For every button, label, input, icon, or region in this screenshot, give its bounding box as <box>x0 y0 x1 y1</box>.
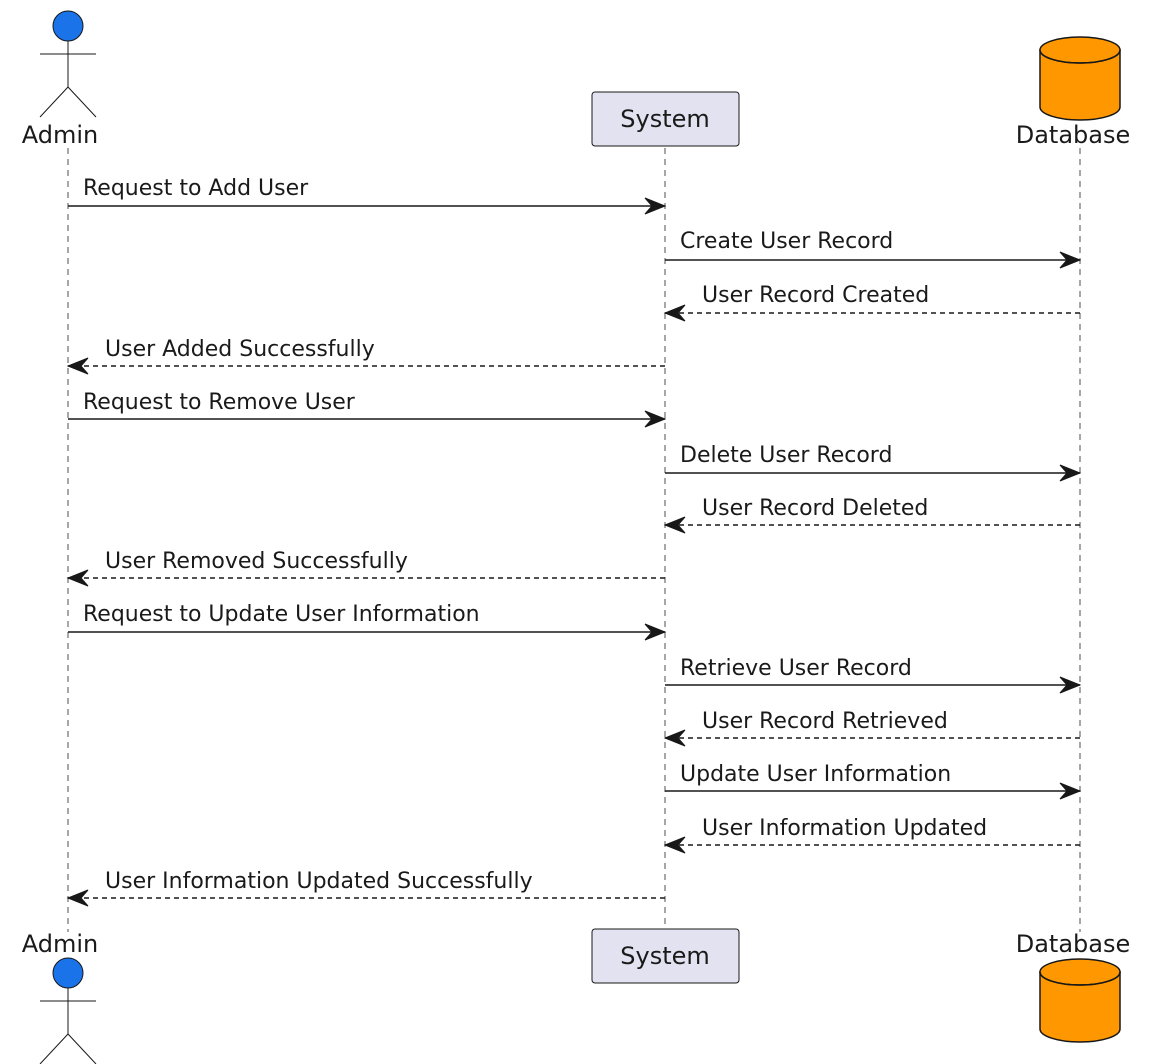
message-6: Delete User Record <box>665 443 1082 482</box>
message-3: User Record Created <box>663 283 1080 322</box>
system-participant-bottom: System <box>591 928 740 984</box>
actor-icon <box>39 10 97 118</box>
actor-head <box>52 10 84 42</box>
database-participant-top: Database <box>1016 36 1131 149</box>
participant-box <box>591 928 740 984</box>
message-9: Request to Update User Information <box>68 602 667 641</box>
message-13: User Information Updated <box>663 816 1080 854</box>
message-label: Retrieve User Record <box>680 656 912 681</box>
admin-actor-bottom: Admin <box>22 930 99 1064</box>
admin-actor-top: Admin <box>22 10 99 149</box>
message-label: Request to Remove User <box>83 390 356 415</box>
message-4: User Added Successfully <box>66 337 665 375</box>
message-label: User Record Deleted <box>702 496 928 521</box>
message-1: Request to Add User <box>68 176 667 215</box>
admin-label-bottom: Admin <box>22 930 99 958</box>
actor-icon <box>39 957 97 1064</box>
message-8: User Removed Successfully <box>66 549 665 587</box>
message-10: Retrieve User Record <box>665 656 1082 694</box>
message-label: Request to Update User Information <box>83 602 480 627</box>
message-label: User Information Updated Successfully <box>105 869 533 894</box>
database-participant-bottom: Database <box>1016 930 1131 1043</box>
message-label: User Information Updated <box>702 816 987 841</box>
actor-head <box>52 957 84 989</box>
database-cylinder-icon <box>1039 36 1121 121</box>
message-7: User Record Deleted <box>663 496 1080 534</box>
message-5: Request to Remove User <box>68 390 667 428</box>
message-label: User Record Retrieved <box>702 709 948 734</box>
system-label-bottom: System <box>620 942 710 970</box>
message-label: Delete User Record <box>680 443 892 468</box>
system-participant-top: System <box>591 91 740 147</box>
message-2: Create User Record <box>665 229 1082 269</box>
system-label-top: System <box>620 105 710 133</box>
message-label: User Added Successfully <box>105 337 375 362</box>
participant-box <box>591 91 740 147</box>
message-label: Update User Information <box>680 762 951 787</box>
message-12: Update User Information <box>665 762 1082 800</box>
message-14: User Information Updated Successfully <box>66 869 665 907</box>
message-label: Request to Add User <box>83 176 309 201</box>
message-label: User Record Created <box>702 283 929 308</box>
database-label-top: Database <box>1016 121 1131 149</box>
message-label: User Removed Successfully <box>105 549 408 574</box>
database-cylinder-icon <box>1039 958 1121 1043</box>
message-11: User Record Retrieved <box>663 709 1080 747</box>
message-label: Create User Record <box>680 229 893 254</box>
database-label-bottom: Database <box>1016 930 1131 958</box>
admin-label-top: Admin <box>22 121 99 149</box>
